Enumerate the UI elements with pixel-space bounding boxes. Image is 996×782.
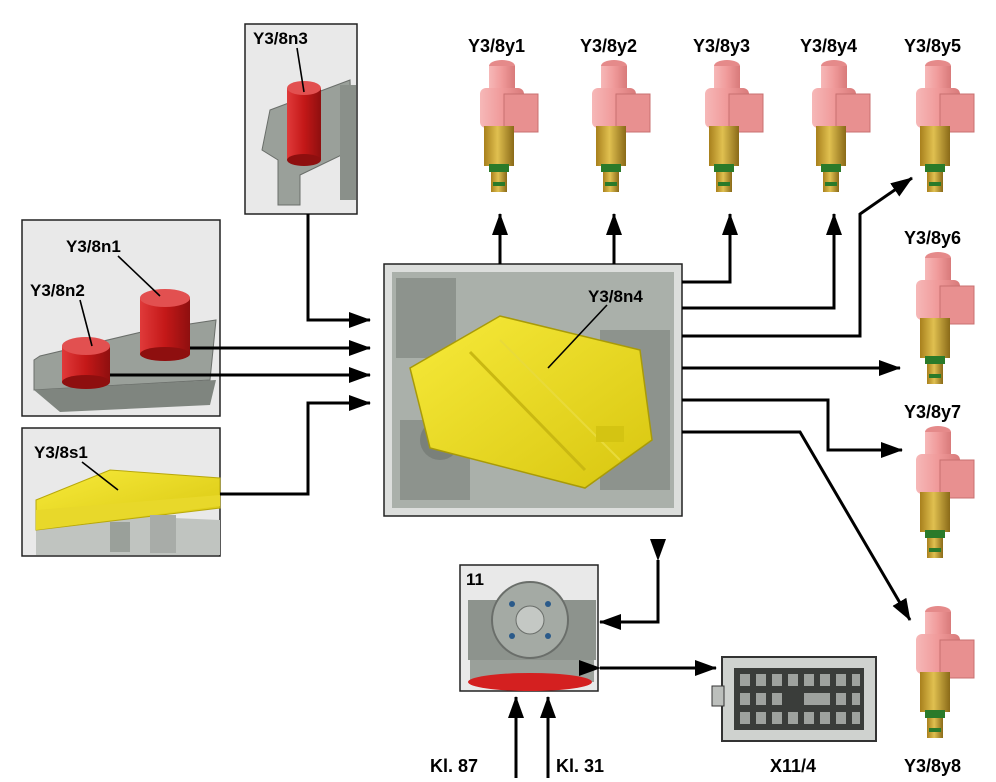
sensor-box-n3: Y3/8n3 bbox=[245, 24, 357, 214]
label-y7: Y3/8y7 bbox=[904, 402, 961, 422]
sensor-box-s1: Y3/8s1 bbox=[22, 428, 220, 556]
sensor-box-n1-n2: Y3/8n1 Y3/8n2 bbox=[22, 220, 220, 416]
label-kl31: Kl. 31 bbox=[556, 756, 604, 776]
label-y3: Y3/8y3 bbox=[693, 36, 750, 56]
valve-y6: Y3/8y6 bbox=[904, 228, 974, 384]
valve-y8: Y3/8y8 bbox=[904, 606, 974, 776]
label-connector: X11/4 bbox=[770, 756, 816, 776]
label-kl87: Kl. 87 bbox=[430, 756, 478, 776]
label-y2: Y3/8y2 bbox=[580, 36, 637, 56]
module-11: 11 bbox=[460, 565, 598, 691]
valve-y5: Y3/8y5 bbox=[904, 36, 974, 192]
valve-y4: Y3/8y4 bbox=[800, 36, 870, 192]
label-n3: Y3/8n3 bbox=[253, 29, 308, 48]
valve-y1: Y3/8y1 bbox=[468, 36, 538, 192]
label-y6: Y3/8y6 bbox=[904, 228, 961, 248]
label-y4: Y3/8y4 bbox=[800, 36, 857, 56]
label-y1: Y3/8y1 bbox=[468, 36, 525, 56]
label-y8: Y3/8y8 bbox=[904, 756, 961, 776]
label-s1: Y3/8s1 bbox=[34, 443, 88, 462]
label-y5: Y3/8y5 bbox=[904, 36, 961, 56]
valve-y7: Y3/8y7 bbox=[904, 402, 974, 558]
connector-x11-4: X11/4 bbox=[712, 657, 876, 776]
valve-body-n4: Y3/8n4 bbox=[384, 264, 682, 516]
valve-y3: Y3/8y3 bbox=[693, 36, 763, 192]
label-n4: Y3/8n4 bbox=[588, 287, 643, 306]
label-n2: Y3/8n2 bbox=[30, 281, 85, 300]
label-ecu: 11 bbox=[466, 570, 484, 589]
label-n1: Y3/8n1 bbox=[66, 237, 121, 256]
valve-y2: Y3/8y2 bbox=[580, 36, 650, 192]
